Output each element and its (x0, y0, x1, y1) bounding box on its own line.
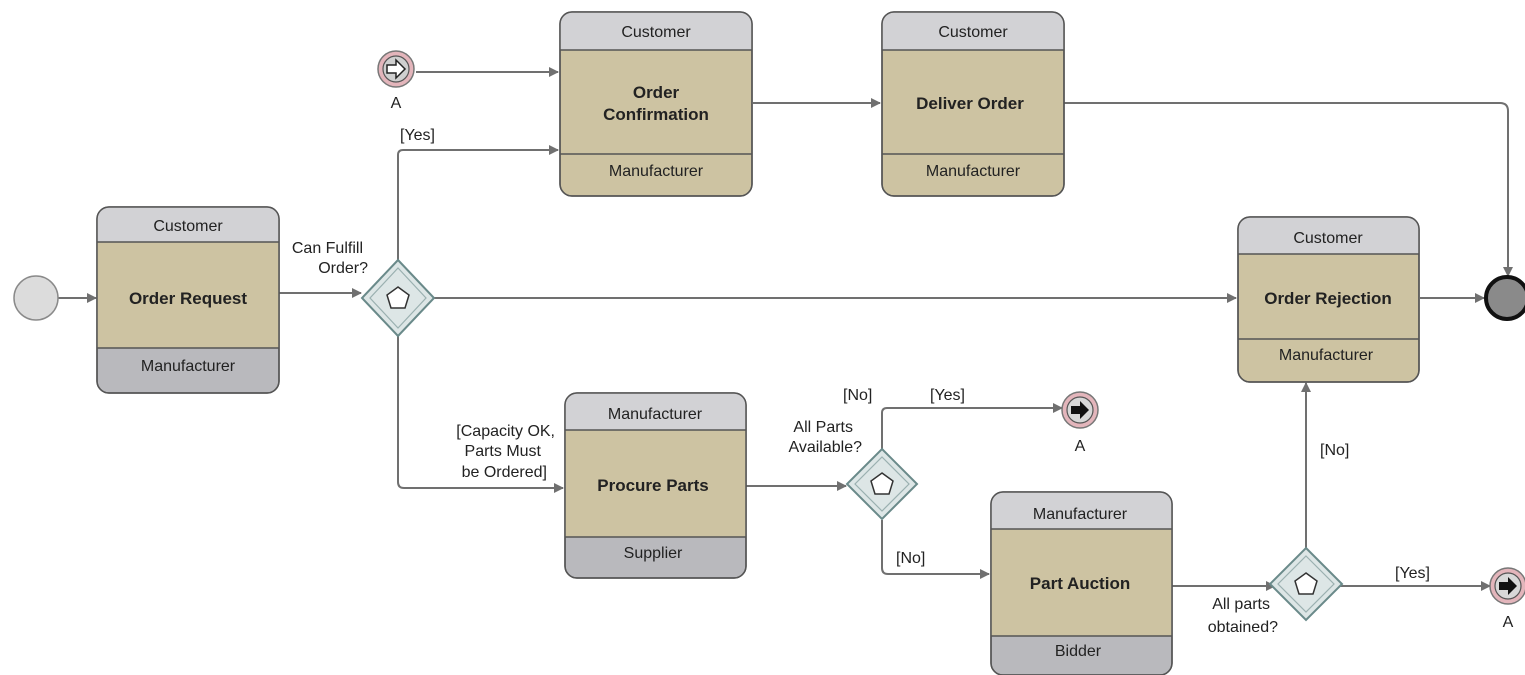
task-footer: Bidder (1055, 643, 1102, 660)
pentagon-icon (386, 286, 410, 309)
edge-gateway-to-procure-parts (397, 336, 564, 493)
task-title: Deliver Order (916, 94, 1024, 113)
edge-label-no-lower: [No] (896, 550, 925, 567)
task-header: Manufacturer (608, 406, 703, 423)
gateway-label-parts-obtained-line2: obtained? (1208, 619, 1278, 636)
filled-arrow-icon (1071, 401, 1089, 419)
task-footer: Manufacturer (141, 358, 236, 375)
edge-label-capacity-line1: [Capacity OK, (456, 423, 555, 440)
link-label-incoming: A (391, 95, 402, 112)
gateway-all-parts-available (845, 447, 919, 521)
edge-label-yes-top: [Yes] (400, 127, 435, 144)
task-title: Order Rejection (1264, 289, 1392, 308)
task-title: Part Auction (1030, 574, 1130, 593)
gateway-label-can-fulfill-line1: Can Fulfill (292, 240, 363, 257)
link-label-outgoing-top: A (1075, 438, 1086, 455)
filled-arrow-icon (1499, 577, 1517, 595)
link-event-a-outgoing-bottom (1489, 567, 1525, 605)
task-footer: Supplier (624, 545, 683, 562)
task-procure-parts: Manufacturer Procure Parts Supplier (564, 392, 747, 579)
link-event-a-outgoing-top (1061, 391, 1099, 429)
task-part-auction: Manufacturer Part Auction Bidder (990, 491, 1173, 675)
start-event (13, 275, 59, 321)
task-footer: Manufacturer (609, 163, 704, 180)
gateway-label-can-fulfill-line2: Order? (318, 260, 368, 277)
pentagon-icon (1294, 572, 1318, 595)
edge-label-capacity-line3: be Ordered] (462, 464, 547, 481)
pentagon-icon (870, 472, 894, 495)
task-header: Customer (1293, 230, 1363, 247)
edge-label-capacity-line2: Parts Must (465, 443, 542, 460)
edge-gateway-yes-to-order-confirmation (397, 145, 559, 268)
task-deliver-order: Customer Deliver Order Manufacturer (881, 11, 1065, 197)
task-title: Procure Parts (597, 476, 709, 495)
gateway-label-parts-available-line1: All Parts (793, 419, 853, 436)
edge-label-yes-right: [Yes] (1395, 565, 1430, 582)
task-order-rejection: Customer Order Rejection Manufacturer (1237, 216, 1420, 383)
task-order-request: Customer Order Request Manufacturer (96, 206, 280, 394)
edge-label-yes-parts: [Yes] (930, 387, 965, 404)
task-title-line2: Confirmation (603, 105, 709, 124)
edge-label-no-vertical: [No] (1320, 442, 1349, 459)
task-title: Order Request (129, 289, 247, 308)
gateway-can-fulfill (360, 258, 436, 338)
gateway-label-parts-available-line2: Available? (788, 439, 862, 456)
gateway-all-parts-obtained (1268, 546, 1344, 622)
task-header: Manufacturer (1033, 506, 1128, 523)
edge-label-no-upper: [No] (843, 387, 872, 404)
task-title-line1: Order (633, 83, 680, 102)
gateway-label-parts-obtained-line1: All parts (1212, 596, 1270, 613)
task-footer: Manufacturer (926, 163, 1021, 180)
link-event-a-incoming (377, 50, 415, 88)
edge-parts-gateway-yes-to-link-a (881, 403, 1063, 452)
link-label-outgoing-bottom: A (1503, 614, 1514, 631)
edge-deliver-order-to-end (1063, 102, 1513, 277)
task-header: Customer (621, 24, 691, 41)
hollow-arrow-icon (386, 58, 407, 80)
task-header: Customer (938, 24, 1008, 41)
task-header: Customer (153, 218, 223, 235)
edge-parts-gateway-no-to-part-auction (881, 520, 990, 579)
task-order-confirmation: Customer Order Confirmation Manufacturer (559, 11, 753, 197)
task-footer: Manufacturer (1279, 347, 1374, 364)
end-event (1484, 275, 1525, 321)
